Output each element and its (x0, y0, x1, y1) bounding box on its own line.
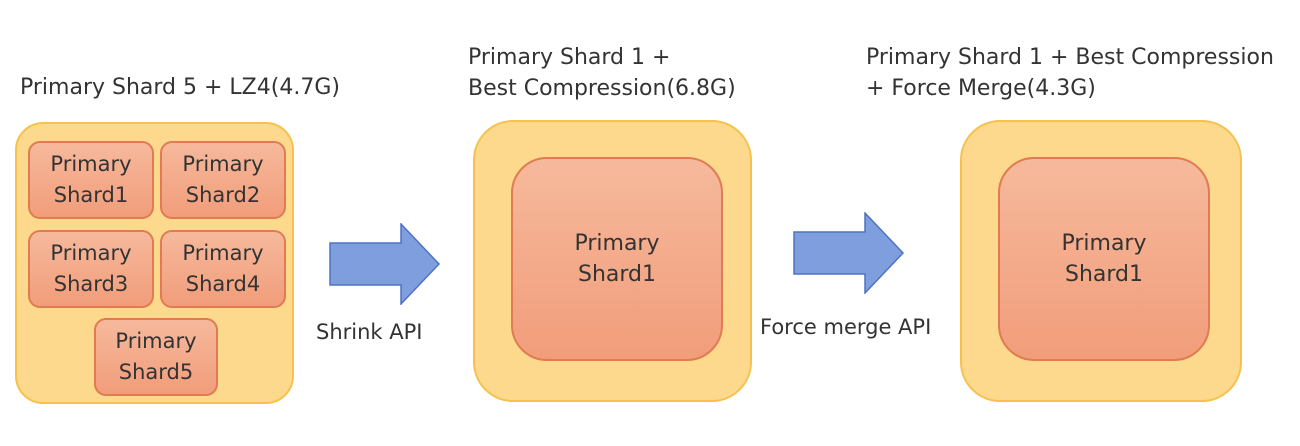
force-merge-api-label: Force merge API (760, 315, 932, 339)
stage-1-container: Primary Shard1 Primary Shard2 Primary Sh… (15, 122, 294, 404)
stage-3-shard-1: Primary Shard1 (998, 157, 1210, 361)
stage-2-container: Primary Shard1 (473, 120, 752, 402)
shrink-api-label: Shrink API (316, 320, 423, 344)
stage-1-shard-4: Primary Shard4 (160, 230, 286, 308)
stage-2-title: Primary Shard 1 + Best Compression(6.8G) (468, 45, 736, 101)
stage-1-shard-2: Primary Shard2 (160, 141, 286, 219)
stage-1-title: Primary Shard 5 + LZ4(4.7G) (20, 75, 340, 100)
stage-3-container: Primary Shard1 (960, 120, 1242, 402)
stage-3-title: Primary Shard 1 + Best Compression + For… (866, 45, 1274, 101)
stage-2-shard-1: Primary Shard1 (511, 157, 723, 361)
shrink-arrow-icon (329, 223, 441, 305)
stage-1-shard-1: Primary Shard1 (28, 141, 154, 219)
stage-1-shard-3: Primary Shard3 (28, 230, 154, 308)
force-merge-arrow-icon (793, 212, 905, 294)
stage-1-shard-5: Primary Shard5 (94, 318, 218, 396)
